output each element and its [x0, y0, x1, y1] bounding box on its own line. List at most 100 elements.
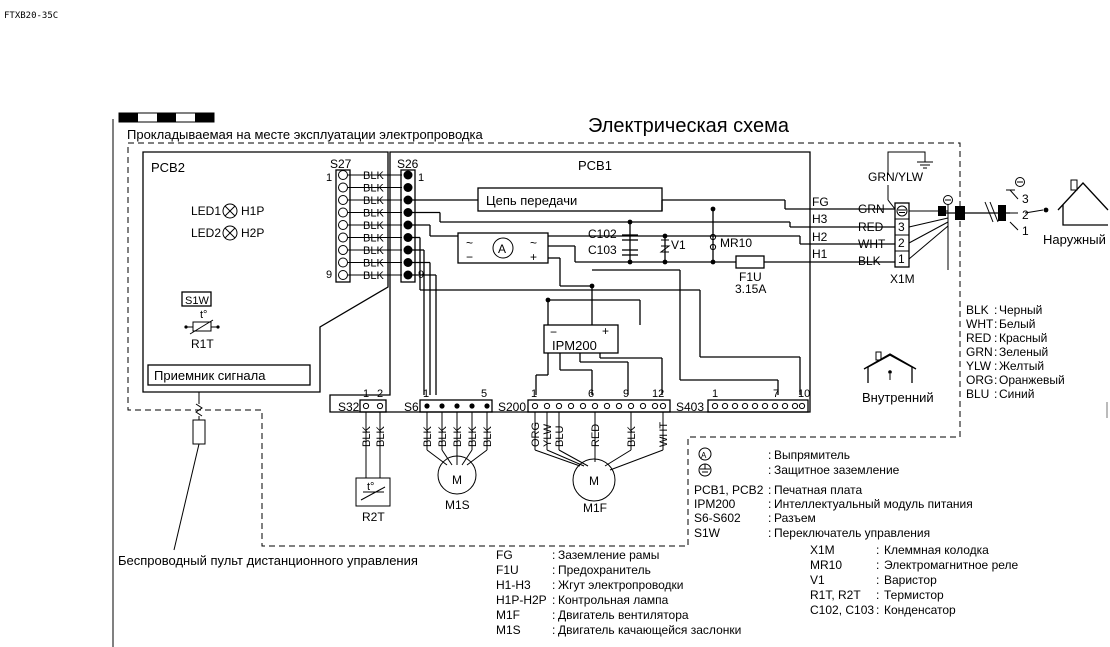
grn-ylw-label: GRN/YLW	[868, 170, 924, 184]
s27-pin9: 9	[326, 269, 332, 281]
fg-label: FG	[812, 195, 829, 209]
x1m-label: X1M	[890, 272, 915, 286]
svg-text::: :	[552, 548, 555, 562]
svg-text:Электромагнитное реле: Электромагнитное реле	[884, 558, 1019, 572]
black-white-bar	[118, 112, 215, 123]
svg-text::: :	[994, 387, 997, 401]
svg-text::: :	[552, 623, 555, 637]
svg-text::: :	[994, 331, 997, 345]
m1f-wiring	[534, 412, 664, 502]
s403-pins	[711, 402, 806, 410]
led1-label: LED1	[191, 204, 221, 218]
svg-text:ORG: ORG	[966, 373, 993, 387]
field-wiring-label: Прокладываемая на месте эксплуатации эле…	[127, 127, 483, 142]
svg-text:Черный: Черный	[999, 303, 1042, 317]
svg-text::: :	[994, 359, 997, 373]
component-legend-right: A :Выпрямитель :Защитное заземление PCB1…	[694, 447, 973, 540]
component-legend-right2: X1M:Клеммная колодка MR10:Электромагнитн…	[810, 543, 1019, 617]
svg-text:YLW: YLW	[542, 423, 554, 447]
ground-icon	[896, 205, 908, 217]
s1w-switch	[181, 291, 212, 307]
svg-text:BLK: BLK	[858, 254, 881, 268]
svg-text:S6-S602: S6-S602	[694, 511, 741, 525]
m1s-wiring	[426, 412, 488, 495]
s403-label: S403	[676, 400, 704, 414]
s200-pin1: 1	[531, 388, 537, 400]
svg-text:Заземление рамы: Заземление рамы	[558, 548, 659, 562]
svg-text::: :	[552, 578, 555, 592]
svg-text:RED: RED	[590, 424, 602, 447]
s26-pin1: 1	[418, 172, 424, 184]
ipm-plus: +	[602, 324, 609, 338]
svg-text::: :	[768, 511, 771, 525]
remote-label: Беспроводный пульт дистанционного управл…	[118, 553, 418, 568]
field-wiring-boundary	[127, 142, 961, 547]
svg-text::: :	[876, 558, 879, 572]
outdoor-2: 2	[1022, 208, 1029, 222]
svg-text::: :	[994, 373, 997, 387]
lamp-icon	[222, 203, 238, 219]
ipm200-module	[543, 324, 619, 354]
indoor-label: Внутренний	[862, 390, 934, 405]
s6-pin1: 1	[423, 388, 429, 400]
svg-text:R1T, R2T: R1T, R2T	[810, 588, 861, 602]
c102-label: C102	[588, 227, 617, 241]
s27-pins	[338, 170, 348, 280]
s27-label: S27	[330, 157, 352, 171]
chassis-ground	[887, 151, 933, 210]
svg-text:Клеммная колодка: Клеммная колодка	[884, 543, 989, 557]
ipm200-label: IPM200	[552, 338, 597, 353]
svg-text:Двигатель качающейся заслонки: Двигатель качающейся заслонки	[558, 623, 741, 637]
outdoor-cable	[908, 177, 1049, 270]
svg-text:H1-H3: H1-H3	[496, 578, 531, 592]
svg-text:YLW: YLW	[966, 359, 992, 373]
pcb2-outline	[142, 151, 389, 393]
s403-pin7: 7	[773, 388, 779, 400]
x1m-2: 2	[898, 236, 905, 250]
svg-text:Зеленый: Зеленый	[999, 345, 1048, 359]
varistor-icon	[659, 239, 671, 253]
svg-text:IPM200: IPM200	[694, 497, 736, 511]
svg-text:Защитное заземление: Защитное заземление	[774, 463, 900, 477]
svg-text::: :	[876, 543, 879, 557]
s32-wire-labels: BLK BLK	[361, 426, 387, 447]
outdoor-house-icon	[1057, 179, 1109, 226]
svg-text:Белый: Белый	[999, 317, 1035, 331]
svg-text:M1F: M1F	[496, 608, 520, 622]
s27-pin1: 1	[326, 172, 332, 184]
pcb1-outline	[329, 151, 811, 413]
svg-text:FG: FG	[496, 548, 513, 562]
svg-text:t°: t°	[200, 309, 207, 321]
svg-text:WHT: WHT	[658, 422, 670, 447]
x1m-1: 1	[898, 252, 905, 266]
signal-receiver-label: Приемник сигнала	[154, 368, 266, 383]
s200-pin9: 9	[623, 388, 629, 400]
svg-text::: :	[876, 603, 879, 617]
svg-text:BLK: BLK	[422, 426, 434, 447]
svg-text:BLK: BLK	[363, 270, 384, 282]
s26-connector	[400, 169, 416, 283]
svg-text:F1U: F1U	[496, 563, 519, 577]
svg-text::: :	[876, 588, 879, 602]
svg-text::: :	[552, 593, 555, 607]
led2-label: LED2	[191, 226, 221, 240]
svg-text:BLK: BLK	[363, 233, 384, 245]
svg-text:BLK: BLK	[375, 426, 387, 447]
protective-earth-icon	[698, 463, 712, 477]
s403-pin1: 1	[712, 388, 718, 400]
s200-label: S200	[498, 400, 526, 414]
svg-text:BLK: BLK	[361, 426, 373, 447]
svg-text:Термистор: Термистор	[884, 588, 944, 602]
x1m-3: 3	[898, 220, 905, 234]
svg-text:Желтый: Желтый	[999, 359, 1044, 373]
svg-text::: :	[876, 573, 879, 587]
s200-connector	[527, 399, 671, 413]
svg-text:C102, C103: C102, C103	[810, 603, 874, 617]
svg-text:Варистор: Варистор	[884, 573, 937, 587]
signal-receiver	[147, 364, 311, 386]
s200-pin6: 6	[588, 388, 594, 400]
h3-label: H3	[812, 212, 828, 226]
svg-text:BLK: BLK	[363, 208, 384, 220]
r2t-t: t°	[367, 481, 374, 493]
